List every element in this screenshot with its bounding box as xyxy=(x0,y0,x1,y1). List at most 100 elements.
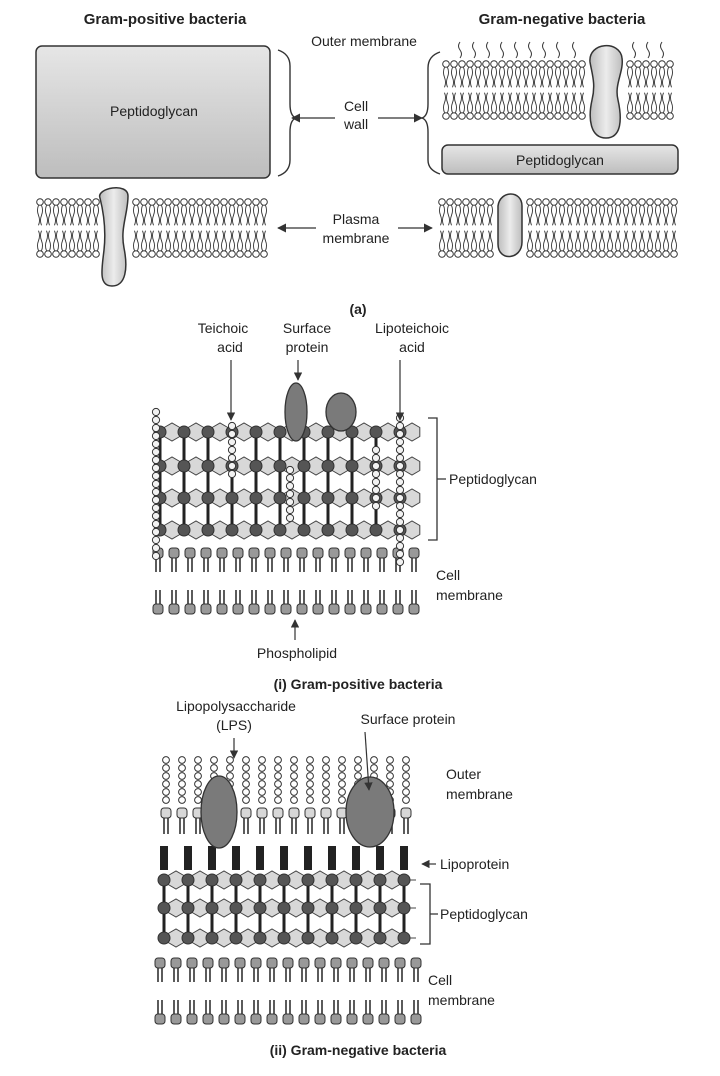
phospholipid-head xyxy=(298,957,310,969)
phospholipid-tail xyxy=(365,1000,371,1014)
lps-sugar xyxy=(258,796,266,804)
nam-sugar xyxy=(307,488,325,508)
phospholipid-tail xyxy=(333,1000,339,1014)
lps-sugar xyxy=(162,780,170,788)
nag-sugar xyxy=(205,873,219,887)
lipid-head xyxy=(538,112,546,120)
lipid-tail xyxy=(663,230,669,251)
lipid-head xyxy=(478,198,486,206)
transmembrane-protein-left xyxy=(99,187,129,287)
lipid-head xyxy=(566,198,574,206)
cell-membrane-label-line1: Cell xyxy=(436,567,460,583)
lipid-tail xyxy=(659,67,665,88)
phospholipid-head xyxy=(314,1013,326,1025)
lipid-tail xyxy=(443,92,449,113)
phospholipid-head xyxy=(296,547,308,559)
peptidoglycan-lattice xyxy=(153,422,421,540)
glycerol-phosphate xyxy=(151,503,161,513)
lipoprotein-anchor xyxy=(400,846,408,870)
lipid-head xyxy=(614,250,622,258)
glycerol-phosphate xyxy=(371,501,381,511)
nag-sugar xyxy=(205,901,219,915)
lipid-head xyxy=(642,60,650,68)
peptidoglycan-block-left xyxy=(35,45,271,179)
lipid-tail xyxy=(535,230,541,251)
lipid-tail xyxy=(479,230,485,251)
lps-sugar xyxy=(322,772,330,780)
lps-sugar xyxy=(194,772,202,780)
nag-sugar xyxy=(249,491,263,505)
lipid-head xyxy=(538,60,546,68)
phospholipid-tail xyxy=(379,558,385,572)
lps-sugar xyxy=(162,788,170,796)
lipid-tail xyxy=(491,92,497,113)
lps-sugar xyxy=(322,788,330,796)
lps-sugar xyxy=(322,764,330,772)
glycerol-phosphate xyxy=(395,549,405,559)
lipid-tail xyxy=(259,818,265,834)
lipoprotein-anchor xyxy=(352,846,360,870)
lipid-tail xyxy=(651,92,657,113)
lipid-head xyxy=(260,250,268,258)
phospholipid-tail xyxy=(315,558,321,572)
phospholipid-tail xyxy=(253,968,259,982)
lipid-head xyxy=(486,198,494,206)
lipid-tail xyxy=(591,205,597,226)
nam-sugar xyxy=(239,928,257,948)
glycerol-phosphate xyxy=(395,429,405,439)
nam-sugar xyxy=(211,520,229,540)
lipid-tail xyxy=(439,230,445,251)
glycerol-phosphate xyxy=(151,423,161,433)
lipid-tail xyxy=(291,818,297,834)
phospholipid-tail xyxy=(411,558,417,572)
lps-sugar xyxy=(402,756,410,764)
lipid-head xyxy=(76,250,84,258)
lipid-tail xyxy=(339,818,345,834)
lipoprotein-anchor xyxy=(304,846,312,870)
phospholipid-tail xyxy=(189,968,195,982)
lps-sugar xyxy=(194,756,202,764)
nam-sugar xyxy=(215,898,233,918)
phospholipid-head xyxy=(408,603,420,615)
glycerol-phosphate xyxy=(395,509,405,519)
glycerol-phosphate xyxy=(227,437,237,447)
lipid-tail xyxy=(221,230,227,251)
phospholipid-tail xyxy=(333,968,339,982)
panel-ii-gram-negative: Lipopolysaccharide (LPS) Surface protein… xyxy=(154,698,528,1058)
lipid-tail xyxy=(181,205,187,226)
phospholipid-tail xyxy=(283,558,289,572)
lipid-tail xyxy=(189,205,195,226)
nam-sugar xyxy=(215,870,233,890)
nag-sugar xyxy=(321,459,335,473)
phospholipid-head xyxy=(184,603,196,615)
lipid-head xyxy=(574,198,582,206)
nag-sugar xyxy=(177,491,191,505)
phospholipid-head xyxy=(394,1013,406,1025)
phospholipid-tail xyxy=(187,590,193,604)
lipid-tail xyxy=(551,205,557,226)
nag-sugar xyxy=(181,931,195,945)
nag-sugar xyxy=(345,459,359,473)
phospholipid-head xyxy=(282,1013,294,1025)
lps-sugar xyxy=(226,772,234,780)
phospholipid-head xyxy=(330,957,342,969)
lipid-tail xyxy=(205,230,211,251)
lipid-tail xyxy=(213,205,219,226)
glycerol-phosphate xyxy=(151,431,161,441)
nag-sugar xyxy=(369,523,383,537)
lps-sugar xyxy=(290,764,298,772)
plasma-membrane-label-line2: membrane xyxy=(323,230,390,246)
nag-sugar xyxy=(277,873,291,887)
lipid-tail xyxy=(563,67,569,88)
lipid-tail xyxy=(639,205,645,226)
outer-membrane-label-line2: membrane xyxy=(446,786,513,802)
lipid-head xyxy=(482,112,490,120)
glycerol-phosphate xyxy=(151,535,161,545)
lps-sugar xyxy=(354,756,362,764)
phospholipid-head xyxy=(154,957,166,969)
nam-sugar xyxy=(355,422,373,442)
plasma-membrane-label-line1: Plasma xyxy=(333,211,380,227)
lps-sugar xyxy=(274,756,282,764)
glycerol-phosphate xyxy=(151,479,161,489)
panel-a: Gram-positive bacteria Gram-negative bac… xyxy=(35,11,679,317)
